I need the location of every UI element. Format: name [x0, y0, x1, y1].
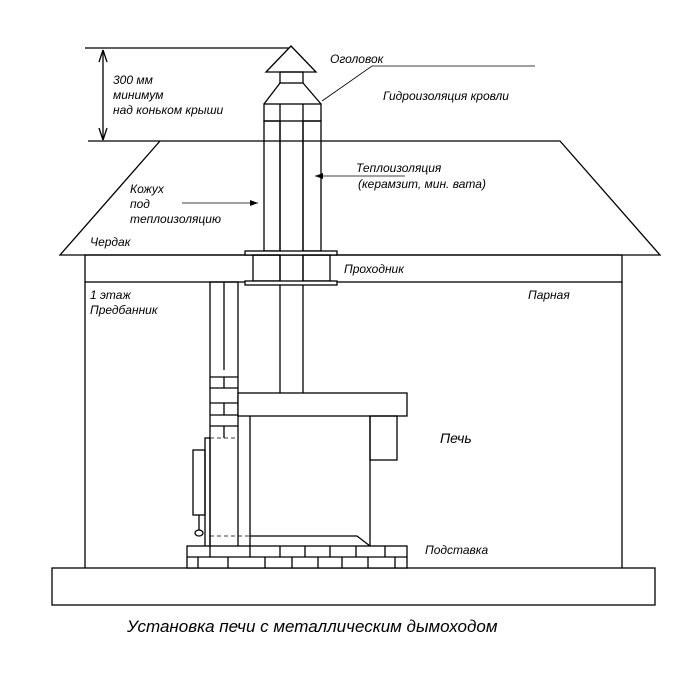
stove-label: Печь — [440, 430, 472, 446]
stand-label: Подставка — [425, 543, 488, 557]
insulation-label-1: Теплоизоляция — [356, 161, 442, 175]
casing-label-2: под — [130, 197, 150, 211]
roof-waterproofing-label: Гидроизоляция кровли — [383, 89, 509, 103]
foundation — [51, 567, 656, 606]
dimension-label-1: 300 мм — [113, 73, 153, 87]
height-dimension — [85, 47, 291, 141]
stove-stand — [186, 545, 408, 569]
chimney-cap — [264, 45, 318, 73]
dimension-label-3: над коньком крыши — [113, 103, 224, 117]
steam-room-label: Парная — [528, 288, 570, 302]
diagram-caption: Установка печи с металлическим дымоходом — [126, 617, 498, 636]
insulation-label-2: (керамзит, мин. вата) — [358, 177, 486, 191]
brick-column — [192, 281, 239, 549]
ceiling-passage — [244, 250, 338, 286]
passage-label: Проходник — [344, 262, 405, 276]
casing-label-3: теплоизоляцию — [130, 212, 221, 226]
attic-label: Чердак — [90, 235, 132, 249]
roof — [58, 140, 662, 256]
floor-label-2: Предбанник — [90, 303, 159, 317]
dimension-label-2: минимум — [113, 88, 164, 102]
stove — [210, 392, 408, 548]
floor-label-1: 1 этаж — [90, 288, 131, 302]
door-handle — [192, 449, 206, 516]
leader-lines — [182, 65, 535, 206]
casing-label-1: Кожух — [130, 182, 165, 196]
cap-label: Оголовок — [330, 52, 385, 66]
chimney — [244, 45, 338, 393]
